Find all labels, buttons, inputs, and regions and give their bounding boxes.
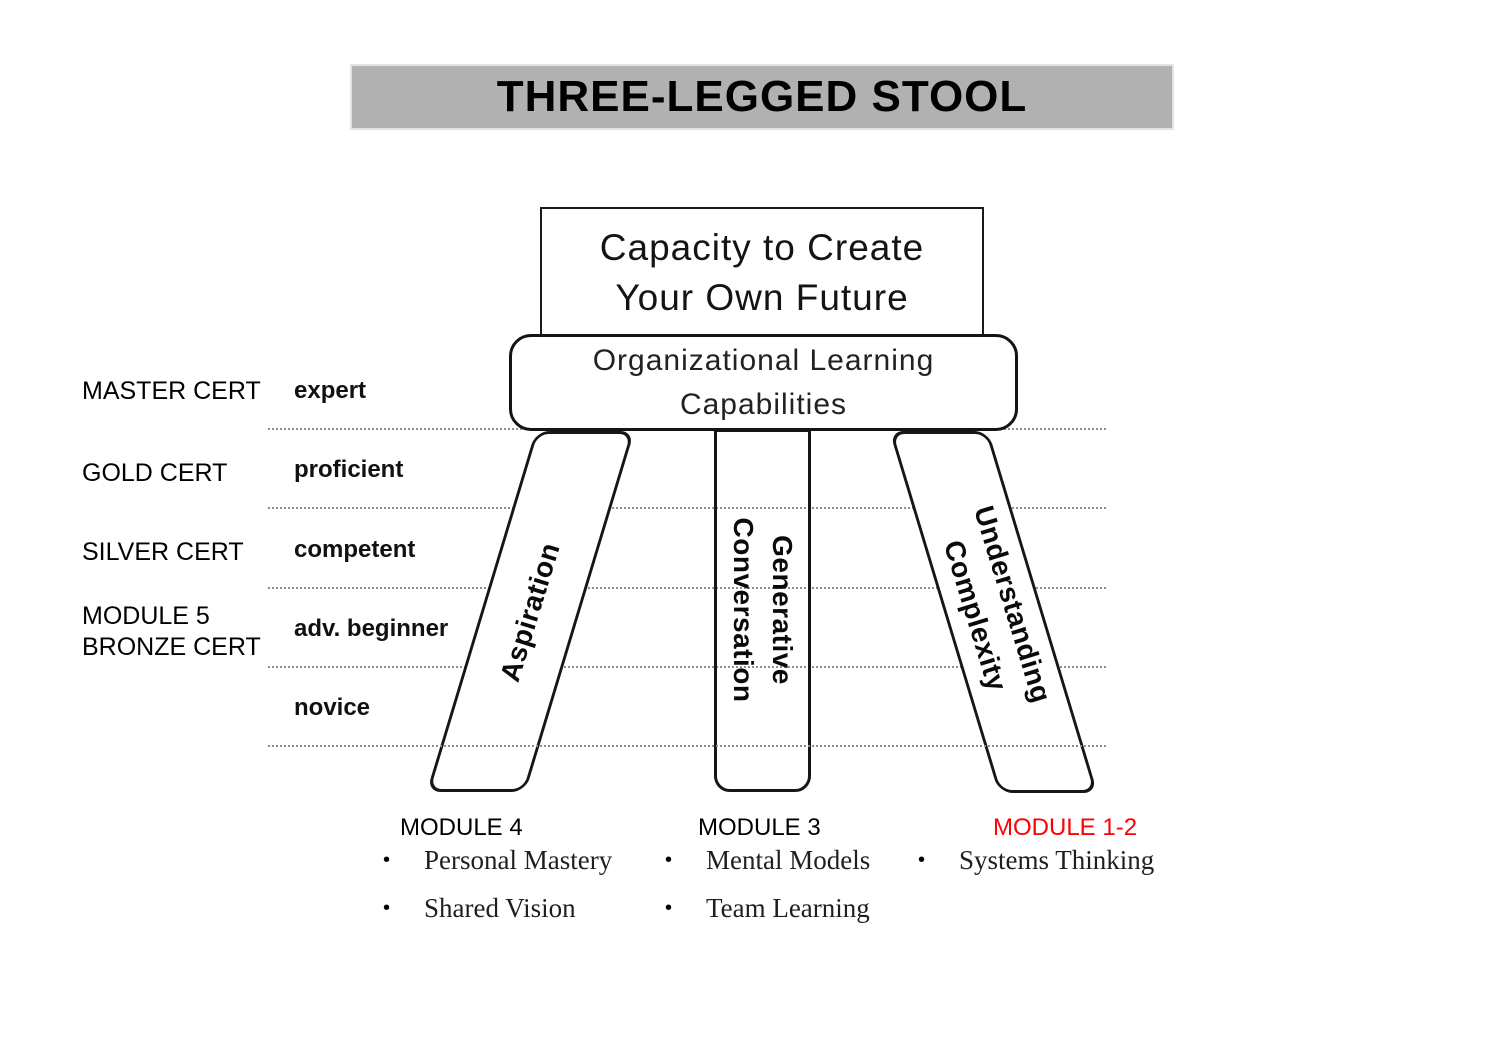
skill-label-adv-beginner: adv. beginner xyxy=(294,615,449,642)
capabilities-box: Organizational Learning Capabilities xyxy=(509,334,1018,431)
capacity-line-2: Your Own Future xyxy=(615,276,909,318)
level-line-adv-beginner xyxy=(268,666,1106,668)
cert-module5-line-2: BRONZE CERT xyxy=(82,633,261,661)
bullet-icon: • xyxy=(383,897,391,919)
list-item-mental-models: • Mental Models xyxy=(665,845,870,876)
bullet-icon: • xyxy=(665,849,673,871)
conversation-text: Conversation xyxy=(728,517,759,703)
cert-module5-line-1: MODULE 5 xyxy=(82,602,210,630)
item-text: Team Learning xyxy=(706,893,870,923)
cert-label-gold: GOLD CERT xyxy=(82,459,228,487)
page-title: THREE-LEGGED STOOL xyxy=(496,72,1028,121)
title-banner: THREE-LEGGED STOOL xyxy=(350,64,1174,130)
cert-label-master: MASTER CERT xyxy=(82,377,261,405)
capabilities-line-2: Capabilities xyxy=(679,387,848,421)
list-item-systems-thinking: • Systems Thinking xyxy=(918,845,1154,876)
middle-leg-label: Generative Conversation xyxy=(724,518,802,703)
level-line-proficient xyxy=(268,507,1106,509)
cert-label-silver: SILVER CERT xyxy=(82,538,244,566)
level-line-competent xyxy=(268,587,1106,589)
bullet-icon: • xyxy=(383,849,391,871)
bullet-icon: • xyxy=(665,897,673,919)
list-item-shared-vision: • Shared Vision xyxy=(383,893,576,924)
capacity-line-1: Capacity to Create xyxy=(599,226,925,268)
item-text: Mental Models xyxy=(706,845,871,875)
module-3-label: MODULE 3 xyxy=(698,814,821,841)
module-1-2-label: MODULE 1-2 xyxy=(993,814,1138,841)
skill-label-competent: competent xyxy=(294,536,416,563)
item-text: Personal Mastery xyxy=(424,845,613,875)
capabilities-line-1: Organizational Learning xyxy=(592,344,935,377)
bullet-icon: • xyxy=(918,849,926,871)
capacity-box: Capacity to Create Your Own Future xyxy=(540,207,984,338)
skill-label-expert: expert xyxy=(294,377,367,404)
level-line-novice xyxy=(268,745,1106,747)
skill-label-proficient: proficient xyxy=(294,456,404,483)
item-text: Systems Thinking xyxy=(959,845,1155,875)
list-item-personal-mastery: • Personal Mastery xyxy=(383,845,612,876)
list-item-team-learning: • Team Learning xyxy=(665,893,870,924)
item-text: Shared Vision xyxy=(424,893,576,923)
cert-label-module5-bronze: MODULE 5 BRONZE CERT xyxy=(82,601,261,663)
generative-text: Generative xyxy=(767,535,799,685)
module-4-label: MODULE 4 xyxy=(400,814,523,841)
skill-label-novice: novice xyxy=(294,694,371,721)
